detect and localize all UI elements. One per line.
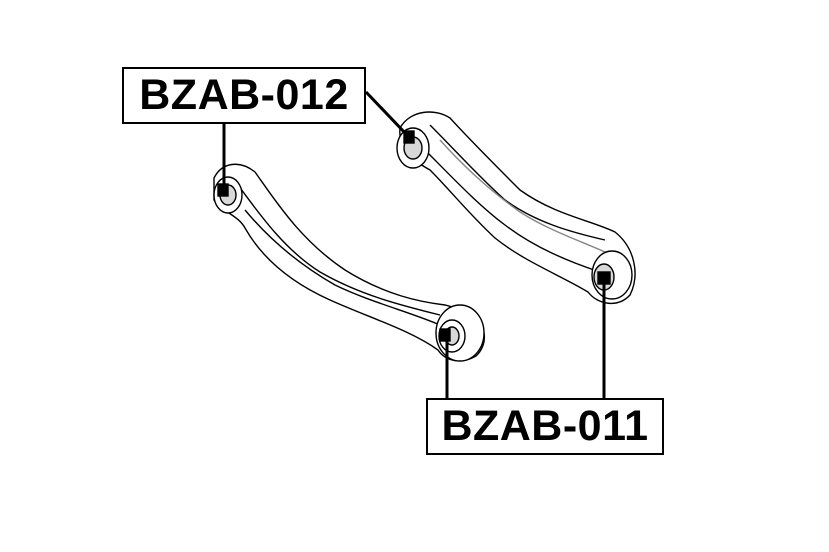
leader-012-to-right-arm [364,90,409,137]
left-arm-bushing-upper [213,176,243,214]
left-control-arm [213,163,485,362]
right-arm-bushing-upper [396,127,430,169]
part-label-bzab-011: BZAB-011 [426,398,664,455]
leader-lines [222,90,606,398]
right-arm-bushing-lower [591,250,633,300]
part-label-bzab-012: BZAB-012 [122,67,366,124]
left-arm-bushing-lower [435,304,485,362]
right-control-arm [399,111,636,304]
